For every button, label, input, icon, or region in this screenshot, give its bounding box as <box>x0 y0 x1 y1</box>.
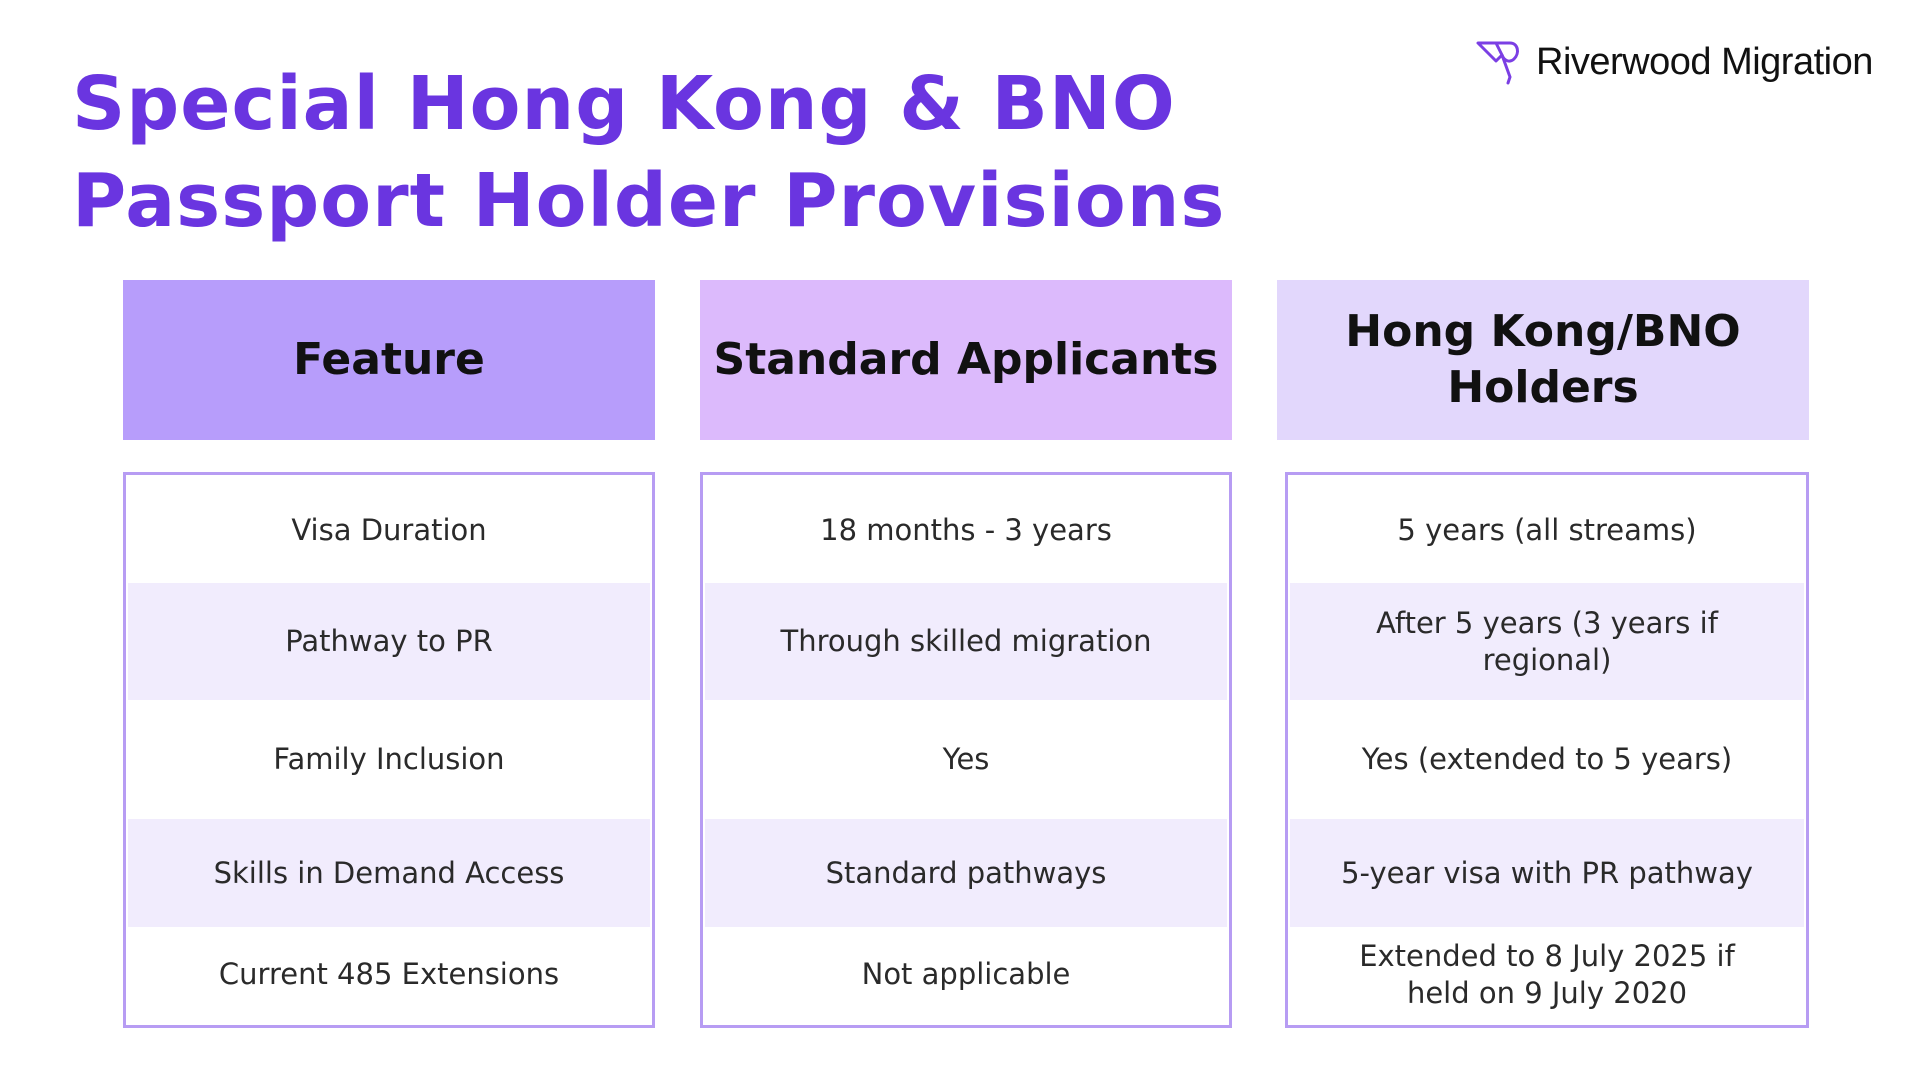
table-cell: 5-year visa with PR pathway <box>1290 819 1804 927</box>
header-feature: Feature <box>123 280 655 440</box>
page-title: Special Hong Kong & BNO Passport Holder … <box>72 56 1225 250</box>
table-cell: Not applicable <box>861 957 1071 992</box>
table-cell: Visa Duration <box>291 512 487 547</box>
table-cell: Standard pathways <box>705 819 1227 927</box>
page-title-line-1: Special Hong Kong & BNO <box>72 61 1176 147</box>
feature-column: Visa Duration Pathway to PR Family Inclu… <box>123 472 655 1028</box>
table-cell: Yes <box>942 742 990 777</box>
hk-bno-holders-column: 5 years (all streams) After 5 years (3 y… <box>1285 472 1809 1028</box>
page-title-line-2: Passport Holder Provisions <box>72 158 1226 244</box>
table-cell: Family Inclusion <box>273 742 505 777</box>
table-cell: 18 months - 3 years <box>820 512 1112 547</box>
table-cell: Extended to 8 July 2025 if held on 9 Jul… <box>1359 938 1735 1010</box>
riverwood-logo-icon <box>1476 41 1519 85</box>
standard-applicants-column: 18 months - 3 years Through skilled migr… <box>700 472 1232 1028</box>
brand-logo: Riverwood Migration <box>1474 36 1873 88</box>
table-cell: Current 485 Extensions <box>218 957 560 992</box>
table-cell: After 5 years (3 years if regional) <box>1290 583 1804 701</box>
table-cell: Skills in Demand Access <box>128 819 650 927</box>
table-cell: Pathway to PR <box>128 583 650 701</box>
brand-name: Riverwood Migration <box>1536 40 1873 83</box>
header-standard-applicants: Standard Applicants <box>700 280 1232 440</box>
header-hk-bno-holders: Hong Kong/BNO Holders <box>1277 280 1809 440</box>
table-cell: 5 years (all streams) <box>1397 512 1697 547</box>
table-cell: Yes (extended to 5 years) <box>1361 742 1733 777</box>
table-cell: Through skilled migration <box>705 583 1227 701</box>
